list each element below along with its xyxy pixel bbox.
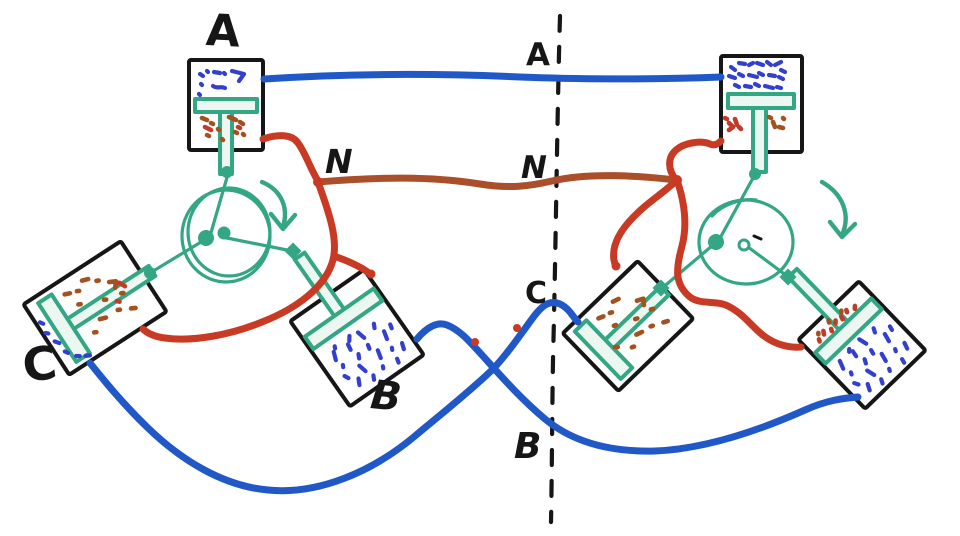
crank-arm-to-b: [746, 245, 789, 278]
centerline-dashed: [548, 13, 563, 525]
label-c-left: C: [19, 335, 60, 393]
cylinder-c-right: [561, 259, 695, 393]
label-n-left: N: [325, 142, 353, 181]
cylinder-a-right: [719, 54, 804, 174]
cylinder-b-right: [786, 266, 927, 410]
piston-pin-a-right: [749, 168, 761, 180]
exhaust-dots: [766, 114, 787, 131]
label-a-centerline: A: [526, 37, 550, 73]
piston-pin-b-right: [779, 268, 797, 286]
piston-crown-b-right: [813, 296, 884, 366]
red-terminal-c-right: [611, 261, 621, 271]
red-junction-left: [313, 177, 323, 187]
arrow-head: [827, 219, 858, 240]
cylinder-c-left: [22, 239, 168, 377]
piston-crown-c-left: [36, 292, 92, 364]
intake-charge-scribbles: [196, 68, 247, 98]
rotation-arrow-right: [819, 179, 858, 240]
piston-crown-b-left: [302, 286, 385, 351]
wire-a-blue: [260, 71, 725, 83]
label-a-left: A: [205, 5, 242, 58]
piston-pin-c-right: [652, 279, 670, 297]
red-stub-a-left: [259, 132, 322, 185]
label-b-centerline: B: [514, 426, 541, 467]
exhaust-dots-red: [816, 303, 858, 344]
red-branch-right-to-a: [666, 137, 725, 184]
cylinder-a-left: [187, 58, 265, 176]
splice-dot-1: [471, 338, 479, 346]
intake-charge-scribbles: [331, 321, 406, 388]
piston-crown-a-left: [193, 97, 259, 114]
exhaust-dots: [199, 114, 247, 143]
crank-arm-to-a: [717, 176, 755, 242]
crank-arm-to-c: [148, 237, 208, 275]
wires: [86, 71, 862, 495]
piston-rod-c-left: [62, 263, 158, 333]
crank-hub-dot: [198, 230, 214, 246]
crank-arm-to-b: [220, 235, 294, 253]
label-n-centerline: N: [521, 150, 547, 186]
exhaust-dots: [816, 308, 844, 337]
red-junction-right: [672, 175, 682, 185]
red-terminal-b-left: [366, 269, 376, 279]
red-branch-right-to-b: [674, 179, 805, 351]
piston-crown-c-right: [572, 318, 635, 381]
crank-arm-to-c: [659, 243, 715, 291]
intake-charge-scribbles: [726, 59, 788, 91]
label-c-centerline: C: [525, 276, 547, 311]
piston-rod-a-right: [751, 106, 768, 174]
residual-charge-scribbles: [37, 320, 93, 359]
wire-n-red: [314, 172, 680, 191]
piston-pin-c-left: [144, 267, 156, 279]
crankshaft-right: [652, 168, 797, 297]
intake-charge-scribbles: [837, 324, 910, 393]
exhaust-dots-red: [202, 124, 243, 133]
piston-crown-a-right: [726, 92, 796, 110]
labels: A A N N C C B B: [19, 5, 550, 467]
exhaust-dots: [596, 296, 670, 350]
wire-b-blue: [413, 320, 862, 455]
exhaust-dots-red: [722, 115, 744, 133]
exhaust-dots-red: [114, 280, 128, 304]
arrow-head: [268, 211, 298, 232]
crank-hub-ring: [737, 238, 751, 252]
piston-pin-a-left: [221, 166, 233, 178]
red-branch-left-to-c: [139, 178, 339, 343]
arrow-curve: [819, 179, 848, 238]
label-b-left: B: [368, 372, 403, 421]
crank-circle-sketch-overlap: [710, 198, 758, 218]
crank-hub-dot2: [217, 226, 231, 240]
piston-rod-a-left: [218, 110, 234, 176]
splice-dot-2: [513, 324, 521, 332]
crank-hub-dot: [708, 234, 724, 250]
exhaust-dots: [62, 276, 138, 335]
rotation-arrow-left: [259, 179, 298, 232]
arrow-curve: [259, 179, 288, 230]
crank-arm-to-a: [208, 172, 230, 238]
crankshaft-left: [144, 166, 302, 284]
red-branch-left-to-b: [330, 252, 373, 277]
crank-hub-mark: [752, 234, 763, 241]
red-branch-right-to-c: [610, 177, 680, 270]
wire-c-blue: [86, 299, 582, 495]
crank-circle-inner: [186, 186, 272, 278]
